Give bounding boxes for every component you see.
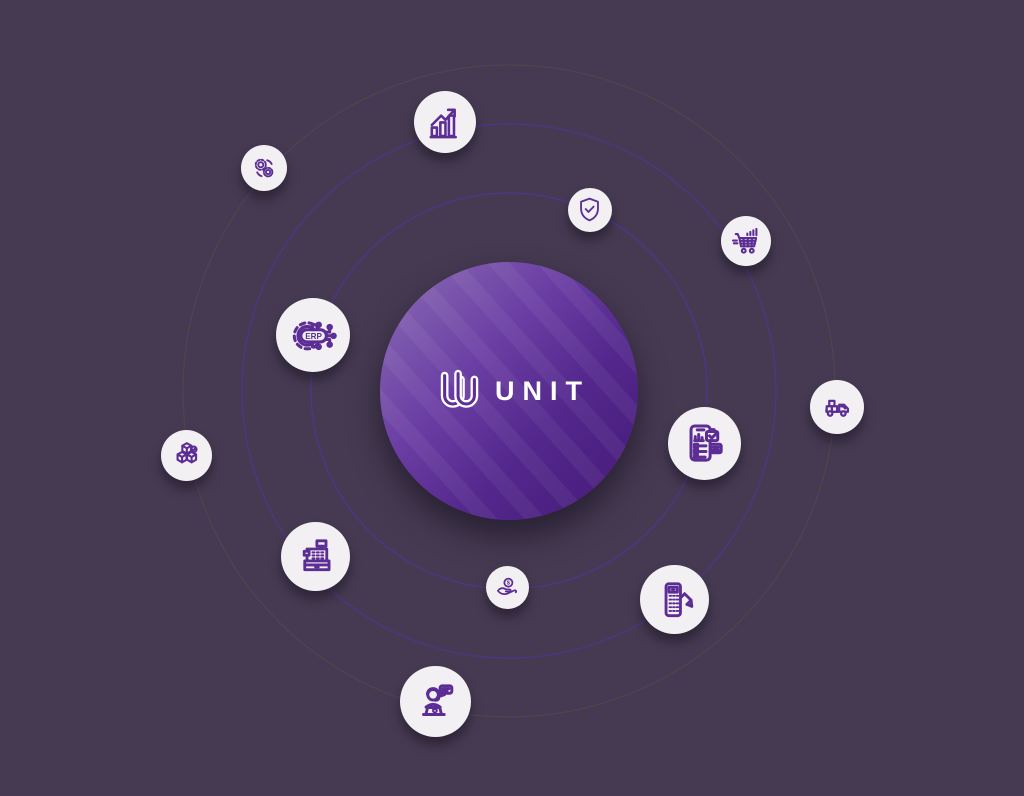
inventory-cubes-icon bbox=[176, 441, 198, 464]
satellite-cash-register bbox=[281, 522, 350, 591]
cart-growth-icon bbox=[731, 227, 757, 254]
gears-icon bbox=[254, 158, 274, 178]
satellite-cart-growth bbox=[721, 216, 771, 266]
unit-logo-text: UNIT bbox=[495, 375, 590, 406]
erp-label: ERP bbox=[305, 331, 322, 340]
satellite-erp: ERP bbox=[276, 298, 350, 372]
cash-register-icon bbox=[302, 539, 331, 571]
shield-check-icon bbox=[580, 198, 600, 222]
mobile-checklist-icon bbox=[689, 424, 724, 463]
satellite-gears bbox=[241, 145, 287, 191]
delivery-truck-icon bbox=[825, 399, 850, 418]
satellite-calculator bbox=[640, 565, 709, 634]
orbit-ring-middle bbox=[241, 123, 777, 659]
erp-gear-icon: ERP bbox=[292, 320, 337, 350]
satellite-inventory-cubes bbox=[161, 430, 212, 481]
hand-coin-icon: $ bbox=[497, 578, 518, 596]
satellite-growth-chart bbox=[414, 91, 476, 153]
satellite-support-agent bbox=[400, 666, 471, 737]
growth-chart-icon bbox=[429, 108, 457, 138]
support-agent-icon bbox=[422, 684, 454, 717]
satellite-hand-coin: $ bbox=[486, 566, 529, 609]
satellite-shield-check bbox=[568, 188, 612, 232]
brand-circle: UNIT bbox=[380, 262, 638, 520]
double-u-loops-icon bbox=[440, 369, 479, 408]
satellite-mobile-checklist bbox=[668, 407, 741, 480]
satellite-delivery-truck bbox=[810, 380, 864, 434]
calculator-pencil-icon bbox=[664, 582, 693, 617]
coin-dollar-label: $ bbox=[507, 581, 511, 587]
unit-logo: UNIT bbox=[436, 365, 582, 417]
